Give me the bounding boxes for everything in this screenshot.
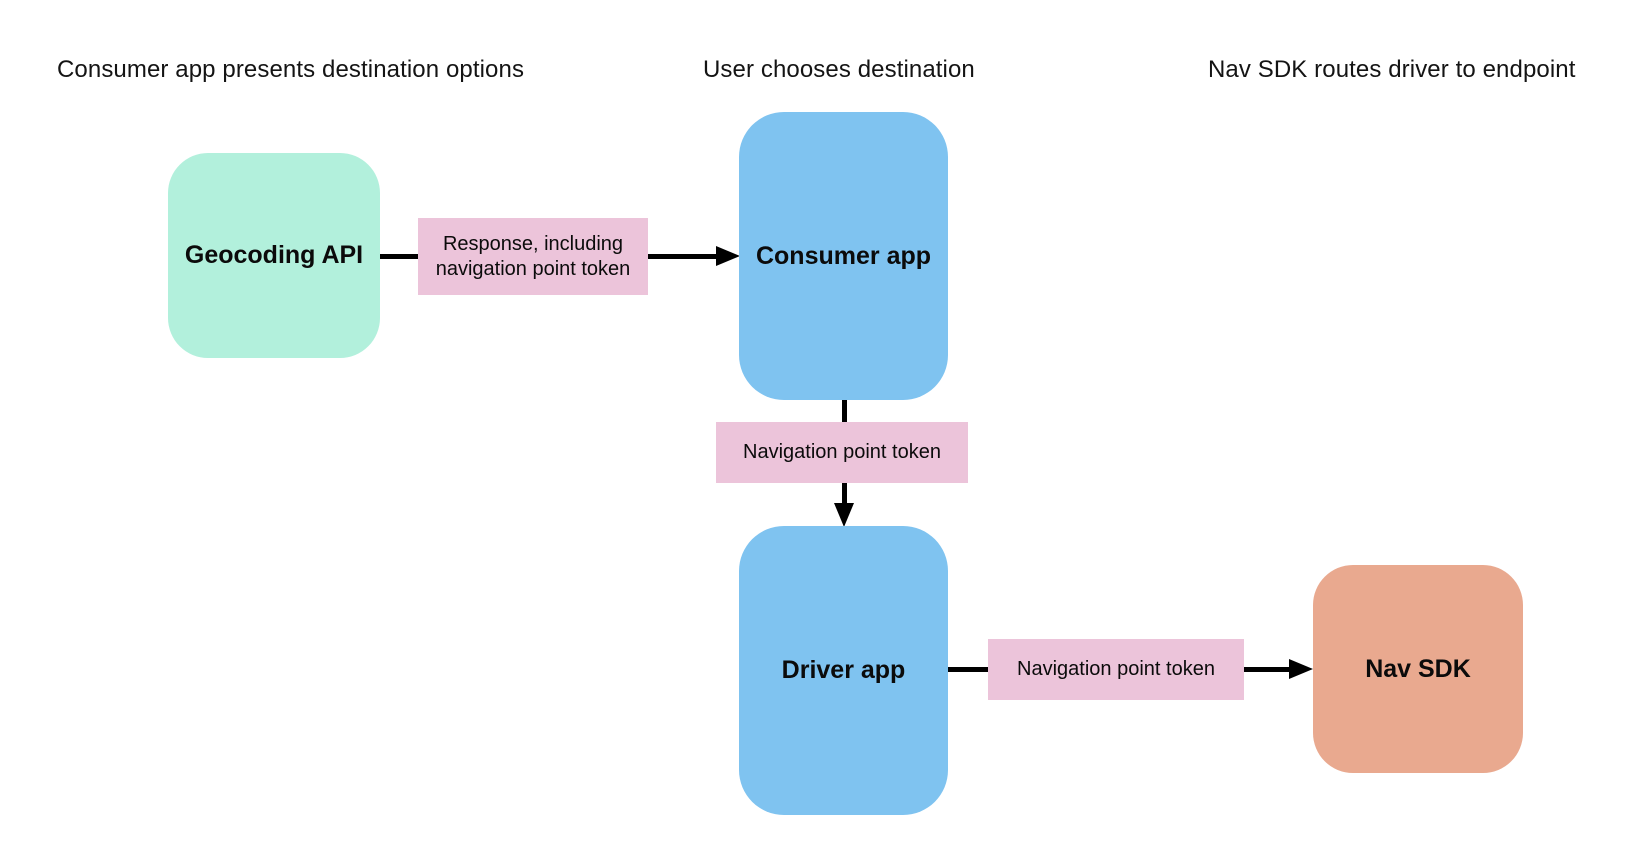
node-driver-app: Driver app <box>739 526 948 815</box>
arrowhead-right-icon <box>1289 659 1313 679</box>
node-geocoding-api: Geocoding API <box>168 153 380 358</box>
column-header-consumer-presents: Consumer app presents destination option… <box>57 56 525 83</box>
node-consumer-app: Consumer app <box>739 112 948 400</box>
arrowhead-down-icon <box>834 503 854 527</box>
column-header-user-chooses: User chooses destination <box>703 56 975 83</box>
node-nav-sdk: Nav SDK <box>1313 565 1523 773</box>
column-header-nav-sdk-routes: Nav SDK routes driver to endpoint <box>1208 56 1576 83</box>
edge-label-navigation-point-token-2: Navigation point token <box>988 639 1244 700</box>
edge-label-navigation-point-token-1: Navigation point token <box>716 422 968 483</box>
edge-label-response-including-token: Response, including navigation point tok… <box>418 218 648 295</box>
arrowhead-right-icon <box>716 246 740 266</box>
